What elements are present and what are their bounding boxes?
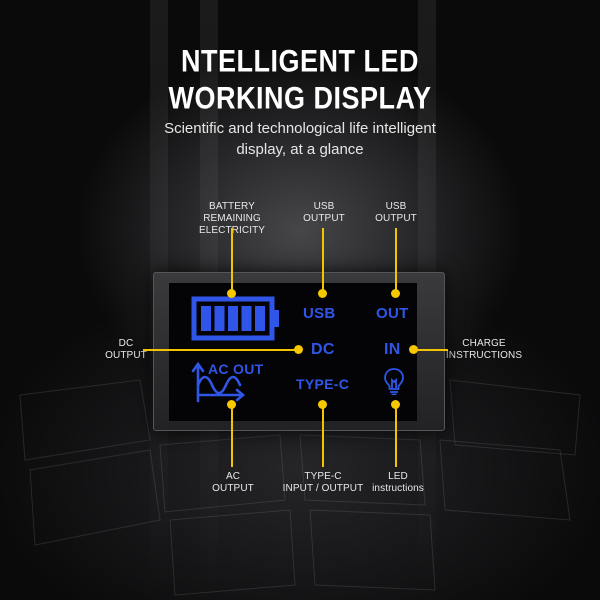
callout-usb-output-2-line-1: USB (385, 201, 407, 212)
display-out-label: OUT (376, 305, 409, 322)
callout-led-line-2: instructions (372, 483, 424, 494)
callout-dot-dc (294, 345, 303, 354)
callout-dc-output-line-2: OUTPUT (105, 350, 147, 361)
callout-led: LED instructions (366, 471, 430, 495)
callout-line-usb-1 (322, 228, 324, 294)
ac-wave-icon (191, 361, 246, 403)
battery-bar (241, 306, 252, 331)
callout-line-typec (322, 405, 324, 467)
callout-charge-instructions-line-1: CHARGE (462, 338, 506, 349)
callout-dc-output: DC OUTPUT (96, 338, 156, 362)
display-type-c-label: TYPE-C (296, 376, 350, 392)
callout-usb-output-1: USB OUTPUT (294, 201, 354, 225)
callout-dot-battery (227, 289, 236, 298)
page-title-line-1: NTELLIGENT LED (181, 43, 419, 79)
battery-bar (201, 306, 211, 331)
battery-bar (214, 306, 225, 331)
callout-dot-charge (409, 345, 418, 354)
callout-typec-line-1: TYPE-C (304, 471, 342, 482)
display-ac-out-label: AC OUT (208, 361, 264, 377)
callout-line-charge (412, 349, 448, 351)
callout-line-usb-2 (395, 228, 397, 294)
callout-battery-line-1: BATTERY (209, 201, 255, 212)
callout-dot-usb-2 (391, 289, 400, 298)
callout-ac-output-line-1: AC (225, 471, 241, 482)
callout-line-battery (231, 228, 233, 294)
battery-bar (228, 306, 238, 331)
callout-typec-line-2: INPUT / OUTPUT (282, 483, 364, 494)
callout-usb-output-1-line-2: OUTPUT (303, 213, 345, 224)
callout-usb-output-2-line-2: OUTPUT (375, 213, 417, 224)
callout-ac-output: AC OUTPUT (203, 471, 263, 495)
battery-icon (191, 296, 279, 341)
callout-dot-led (391, 400, 400, 409)
display-in-label: IN (384, 341, 401, 358)
callout-led-line-1: LED (388, 471, 408, 482)
display-dc-label: DC (311, 341, 335, 358)
callout-dot-ac (227, 400, 236, 409)
callout-usb-output-2: USB OUTPUT (366, 201, 426, 225)
callout-charge-instructions-line-2: INSTRUCTIONS (445, 350, 523, 361)
callout-dc-output-line-1: DC (118, 338, 134, 349)
callout-usb-output-1-line-1: USB (313, 201, 335, 212)
callout-line-ac (231, 405, 233, 467)
display-usb-label: USB (303, 305, 336, 322)
callout-dot-typec (318, 400, 327, 409)
callout-ac-output-line-2: OUTPUT (212, 483, 254, 494)
callout-charge-instructions: CHARGE INSTRUCTIONS (444, 338, 524, 362)
battery-bar (255, 306, 265, 331)
lightbulb-icon (384, 368, 404, 395)
callout-typec: TYPE-C INPUT / OUTPUT (277, 471, 369, 495)
callout-dot-usb-1 (318, 289, 327, 298)
callout-line-led (395, 405, 397, 467)
callout-line-dc (143, 349, 298, 351)
page-title-line-2: WORKING DISPLAY (168, 80, 432, 116)
subtitle-line-1: Scientific and technological life intell… (164, 120, 436, 137)
subtitle-line-2: display, at a glance (236, 141, 364, 158)
